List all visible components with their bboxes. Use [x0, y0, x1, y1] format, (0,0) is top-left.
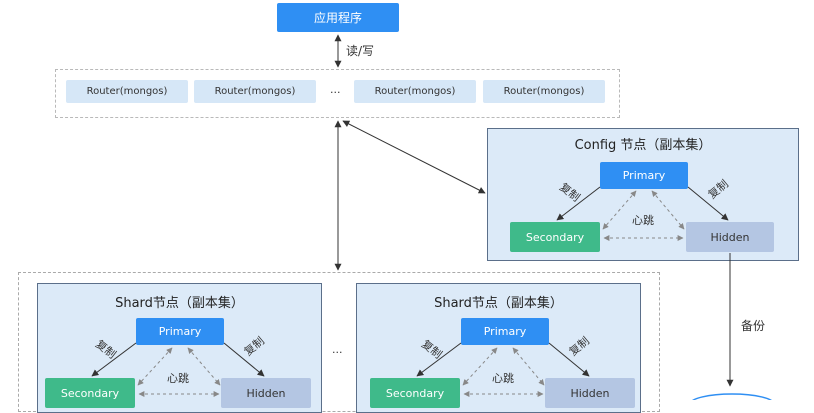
router-node: Router(mongos) — [194, 80, 316, 103]
router-ellipsis: ··· — [330, 86, 341, 99]
replication-arrow — [91, 342, 137, 377]
heartbeat-label: 心跳 — [632, 214, 654, 227]
heartbeat-arrow — [602, 190, 637, 230]
replication-arrow — [548, 342, 590, 377]
shard-primary-node: Primary — [461, 318, 549, 345]
config-hidden-node: Hidden — [686, 222, 774, 252]
router-node: Router(mongos) — [483, 80, 605, 103]
router-group — [55, 69, 620, 118]
shard-ellipsis: ··· — [332, 346, 343, 359]
app-node: 应用程序 — [277, 3, 399, 32]
replication-arrow — [416, 342, 462, 377]
backup-storage-icon — [692, 393, 772, 400]
config-title: Config 节点（副本集） — [574, 138, 712, 153]
heartbeat-arrow — [512, 347, 545, 386]
shard-primary-node: Primary — [136, 318, 224, 345]
connector-layer — [91, 34, 772, 400]
replication-arrow — [687, 186, 729, 221]
router-node: Router(mongos) — [354, 80, 476, 103]
replication-arrow — [223, 342, 265, 377]
router-node: Router(mongos) — [66, 80, 188, 103]
backup-label: 备份 — [741, 319, 766, 333]
config-primary-node: Primary — [600, 162, 688, 189]
heartbeat-label: 心跳 — [167, 372, 189, 385]
heartbeat-arrow — [462, 347, 498, 386]
heartbeat-arrow — [187, 347, 221, 386]
config-secondary-node: Secondary — [510, 222, 600, 252]
heartbeat-arrow — [651, 190, 685, 230]
shard-title: Shard节点（副本集） — [434, 296, 563, 311]
heartbeat-arrow — [137, 347, 173, 386]
replication-arrow — [556, 186, 601, 221]
read-write-label: 读/写 — [346, 44, 375, 58]
router-config-arrow — [342, 120, 486, 194]
heartbeat-label: 心跳 — [492, 372, 514, 385]
shard-title: Shard节点（副本集） — [115, 296, 244, 311]
